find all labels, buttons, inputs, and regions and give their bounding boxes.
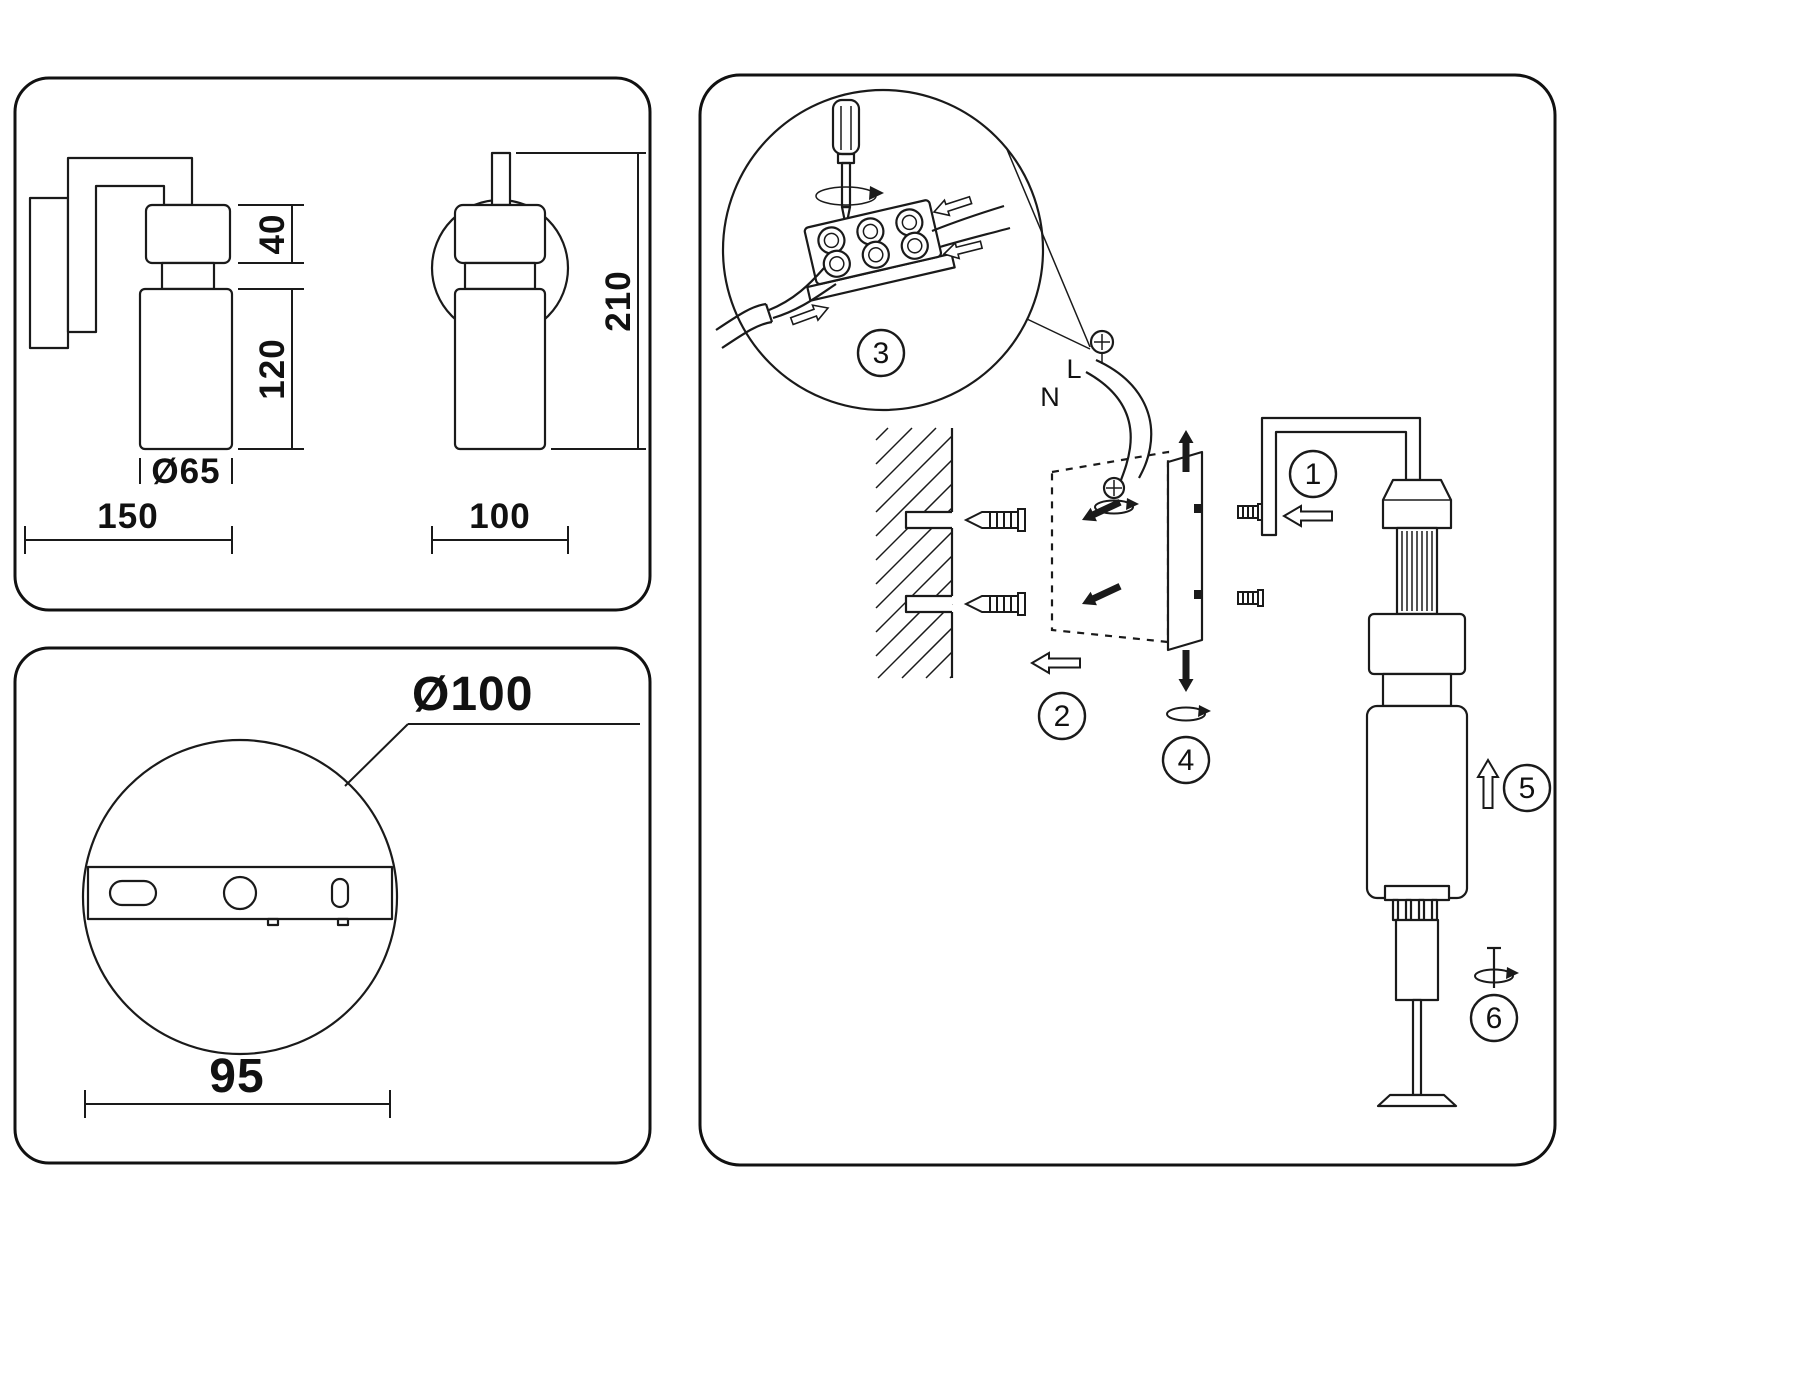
dim-label-210: 210 bbox=[599, 270, 638, 331]
wiring-detail-circle: 3 bbox=[715, 88, 1045, 412]
step-6-number: 6 bbox=[1486, 1002, 1503, 1035]
dim-120: 120 bbox=[238, 288, 304, 450]
step-4-number: 4 bbox=[1178, 744, 1195, 777]
dim-label-100: 100 bbox=[469, 497, 530, 536]
step-1-number: 1 bbox=[1305, 458, 1322, 491]
dim-diameter-100: Ø100 bbox=[344, 668, 640, 787]
panel-installation-steps: 3 L N bbox=[698, 73, 1557, 1167]
rotation-arrow-icon bbox=[815, 186, 884, 206]
bracket-tab bbox=[336, 917, 350, 927]
terminal-block bbox=[803, 199, 956, 302]
socket-neck-side bbox=[160, 261, 216, 291]
panel-c-frame bbox=[698, 73, 1557, 1167]
ring-nut bbox=[1367, 612, 1467, 676]
threaded-tube bbox=[1395, 526, 1439, 616]
step-1-badge: 1 bbox=[1288, 449, 1338, 499]
drill-hole bbox=[904, 510, 952, 530]
wall-anchor-icon bbox=[965, 592, 1026, 616]
set-screw-icon bbox=[1237, 589, 1264, 607]
socket-housing-side bbox=[144, 203, 232, 265]
stand-pole bbox=[1411, 998, 1423, 1097]
cable-left bbox=[715, 267, 837, 349]
step-2-arrow-icon bbox=[1031, 652, 1081, 674]
set-screw-hole bbox=[1194, 504, 1203, 513]
step-3-number: 3 bbox=[873, 337, 890, 370]
step-4-badge: 4 bbox=[1161, 735, 1211, 785]
mounting-backplate-dashed bbox=[1050, 450, 1170, 644]
panel-mounting-plate: Ø100 95 bbox=[13, 646, 652, 1165]
step-2-number: 2 bbox=[1054, 700, 1071, 733]
bracket-slot-right bbox=[330, 877, 350, 909]
bracket-tab bbox=[266, 917, 280, 927]
step-6-badge: 6 bbox=[1469, 993, 1519, 1043]
panel-a-frame bbox=[13, 76, 652, 612]
dim-label-spacing: 95 bbox=[209, 1050, 264, 1103]
wire-label-live: L bbox=[1066, 354, 1081, 384]
wall-plate-side bbox=[28, 196, 70, 350]
step-2-badge: 2 bbox=[1037, 691, 1087, 741]
step-6-turn-icon bbox=[1474, 946, 1520, 988]
dim-label-40: 40 bbox=[253, 214, 292, 255]
arm-stem-front bbox=[490, 151, 512, 207]
bulb-pins bbox=[1383, 884, 1451, 922]
dim-210: 210 bbox=[516, 152, 646, 450]
socket-neck-front bbox=[463, 261, 537, 291]
wall-anchor-icon bbox=[965, 508, 1026, 532]
bracket-hole-center bbox=[222, 875, 258, 911]
dim-40: 40 bbox=[238, 204, 304, 264]
supply-wires: L N bbox=[1040, 354, 1153, 481]
step-5-arrow-icon bbox=[1477, 759, 1499, 809]
set-screw-hole bbox=[1194, 590, 1203, 599]
mounting-bracket-strip bbox=[86, 865, 394, 927]
lamp-exploded-view bbox=[1260, 416, 1469, 1108]
step-3-badge: 3 bbox=[856, 328, 906, 378]
dim-label-150: 150 bbox=[97, 497, 158, 536]
wall-hatching bbox=[875, 427, 953, 679]
dim-150: 150 bbox=[24, 497, 233, 554]
shade-neck bbox=[1381, 672, 1453, 708]
bracket-plate bbox=[1166, 450, 1204, 652]
dim-label-65: Ø65 bbox=[151, 452, 220, 491]
glass-shade-side bbox=[138, 287, 234, 451]
magnifier-leader-line bbox=[1026, 318, 1091, 350]
step-1-arrow-icon bbox=[1283, 505, 1333, 527]
lamp-arm bbox=[1260, 416, 1422, 537]
wires-right bbox=[931, 204, 1011, 249]
mounting-screw-icon bbox=[1078, 579, 1124, 611]
mounting-plate-circle bbox=[81, 738, 399, 1056]
panel-b-frame bbox=[13, 646, 652, 1165]
dim-label-plate-diameter: Ø100 bbox=[412, 668, 533, 721]
glass-shade bbox=[1365, 704, 1469, 900]
wall-cross-section bbox=[875, 427, 954, 679]
dim-100: 100 bbox=[431, 497, 569, 554]
fixing-pin-icon bbox=[1178, 650, 1194, 692]
terminal-screw-icon bbox=[1089, 329, 1115, 364]
dim-label-120: 120 bbox=[253, 338, 292, 399]
step-5-number: 5 bbox=[1519, 772, 1536, 805]
bracket-slot-left bbox=[108, 879, 158, 907]
stand-foot bbox=[1376, 1093, 1458, 1108]
stand-stem bbox=[1394, 918, 1440, 1002]
rotation-icon bbox=[1166, 704, 1212, 722]
dim-diameter-65: Ø65 bbox=[139, 452, 233, 491]
lamp-socket bbox=[1381, 478, 1453, 530]
set-screw-icon bbox=[1237, 503, 1264, 521]
panel-dimension-views: 40 120 Ø65 150 bbox=[13, 76, 652, 612]
magnifier-leader-line bbox=[1005, 146, 1091, 348]
lamp-arm-side bbox=[66, 156, 194, 334]
drill-hole bbox=[904, 594, 952, 614]
step-5-badge: 5 bbox=[1502, 763, 1552, 813]
lamp-side-view bbox=[28, 156, 234, 451]
glass-shade-front bbox=[453, 287, 547, 451]
lamp-front-view bbox=[430, 151, 570, 451]
screw-turn-icon bbox=[1094, 476, 1140, 515]
socket-housing-front bbox=[453, 203, 547, 265]
wire-label-neutral: N bbox=[1040, 382, 1060, 412]
dim-95: 95 bbox=[84, 1050, 391, 1118]
